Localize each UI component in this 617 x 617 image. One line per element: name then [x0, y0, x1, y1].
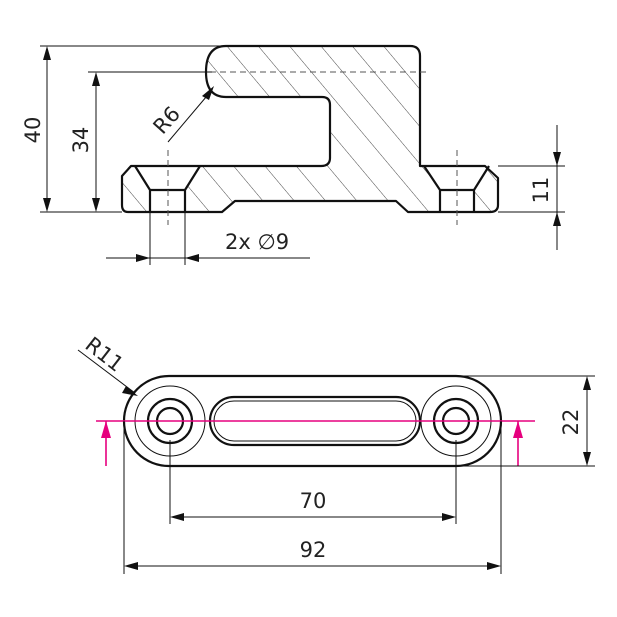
dim-radius-hook: R6	[149, 86, 214, 143]
dim-radius-end: R11	[77, 332, 138, 396]
dim-height-inner: 34	[69, 71, 212, 212]
dim-hole-diameter: 2x ∅9	[106, 212, 310, 265]
dim-width: 22	[455, 375, 595, 467]
dim-height-flange: 11	[498, 125, 565, 250]
dim-40-label: 40	[21, 117, 45, 144]
section-view: 40 34 R6 11	[21, 44, 565, 265]
top-view: R11 22 70 92	[77, 332, 595, 574]
dim-length-total: 92	[123, 421, 502, 574]
section-outline	[120, 44, 500, 214]
dim-70-label: 70	[300, 489, 327, 513]
dim-22-label: 22	[559, 409, 583, 436]
dim-hole-spacing: 70	[169, 440, 457, 524]
dim-11-label: 11	[529, 177, 553, 204]
dim-r6-label: R6	[149, 102, 186, 139]
section-plane-indicator	[96, 420, 535, 466]
dim-92-label: 92	[300, 538, 327, 562]
dim-hole-label: 2x ∅9	[225, 230, 289, 254]
dim-34-label: 34	[69, 127, 93, 154]
dim-height-total: 40	[21, 45, 226, 213]
